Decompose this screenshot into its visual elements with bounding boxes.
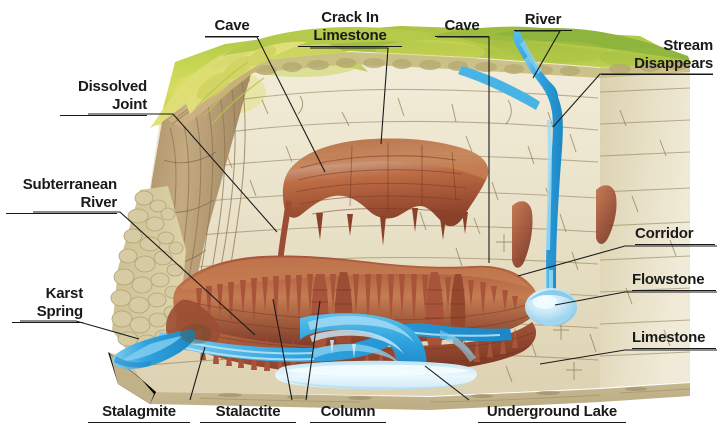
leader-crack-in-limestone [310, 47, 389, 145]
flowstone [525, 288, 577, 326]
escarpment-grass [186, 41, 308, 125]
leader-flowstone [554, 291, 717, 306]
label-limestone: Limestone [632, 329, 716, 349]
label-stalactite: Stalactite [200, 403, 296, 423]
leader-river [515, 30, 561, 79]
label-stalagmite: Stalagmite [88, 403, 190, 423]
leader-cave-right [437, 36, 490, 263]
upper-cave-chamber [276, 138, 489, 272]
underground-lake [275, 313, 477, 390]
leader-lines [20, 30, 717, 401]
label-cave-right: Cave [435, 17, 489, 37]
leader-karst-spring [20, 320, 140, 340]
lake-inlet [440, 330, 476, 362]
leader-underground-lake [424, 365, 470, 401]
label-subterranean-river: Subterranean River [6, 176, 117, 214]
label-cave-left: Cave [205, 17, 259, 37]
right-cave-pocket [512, 185, 617, 268]
label-river: River [514, 11, 572, 31]
leader-subterranean-river [33, 211, 256, 336]
leader-limestone [539, 349, 717, 365]
leader-column [305, 300, 321, 401]
leader-corridor [517, 245, 717, 277]
label-karst-spring: Karst Spring [12, 285, 83, 323]
cave-mouth-shadow [180, 324, 212, 344]
karst-spring [112, 329, 197, 369]
label-flowstone: Flowstone [632, 271, 716, 291]
label-dissolved-joint: Dissolved Joint [60, 78, 147, 116]
leader-stalagmite [189, 346, 206, 401]
leader-stalactite [272, 298, 293, 401]
label-stream-disappears: Stream Disappears [601, 37, 713, 75]
label-crack-in-limestone: Crack In Limestone [298, 9, 402, 47]
surface-river [458, 28, 563, 272]
leader-cave-left [205, 36, 326, 173]
label-underground-lake: Underground Lake [478, 403, 626, 423]
label-corridor: Corridor [635, 225, 715, 245]
label-column: Column [310, 403, 386, 423]
leader-dissolved-joint [88, 113, 278, 233]
